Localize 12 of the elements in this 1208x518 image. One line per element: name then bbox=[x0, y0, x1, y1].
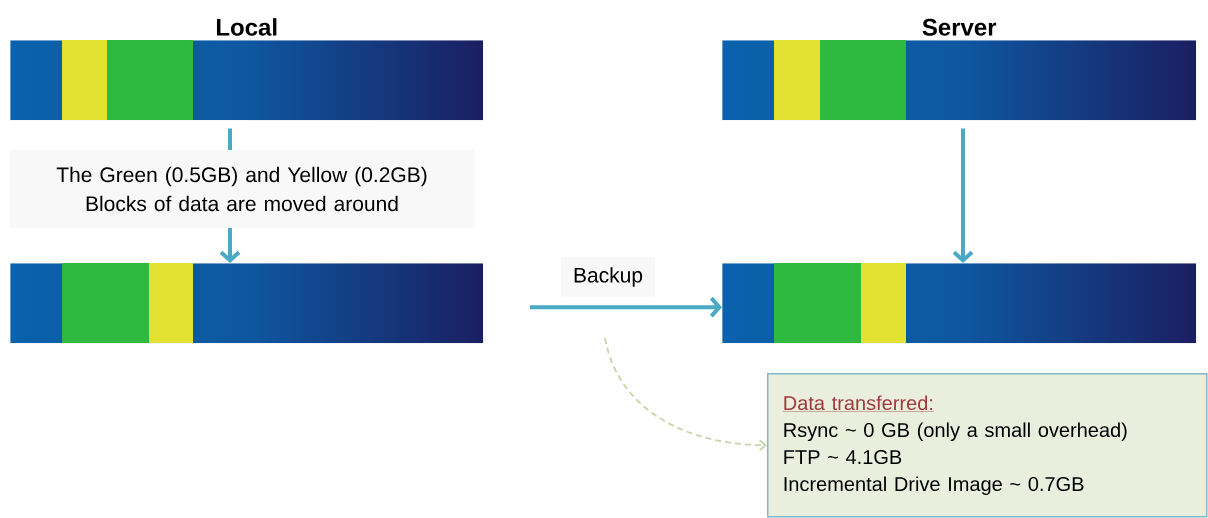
edge-label: The Green (0.5GB) and Yellow (0.2GB) Blocks of data are moved around bbox=[9, 150, 475, 228]
disk-bar bbox=[62, 263, 193, 343]
disk-bar: Local bbox=[62, 18, 277, 120]
info-box: Data transferred: Rsync ~ 0 GB (only a small overhead) FTP ~ 4.1GB Incremental Drive Image ~ 0.7GB bbox=[767, 373, 1208, 518]
edge-label: Backup bbox=[561, 257, 656, 297]
dashed-arrow bbox=[604, 337, 767, 452]
node-label: Server bbox=[922, 18, 997, 36]
arrow bbox=[952, 128, 974, 263]
node-label: Local bbox=[216, 18, 277, 36]
disk-bar bbox=[774, 263, 906, 343]
disk-bar: Server bbox=[774, 18, 997, 120]
arrow bbox=[530, 296, 722, 318]
